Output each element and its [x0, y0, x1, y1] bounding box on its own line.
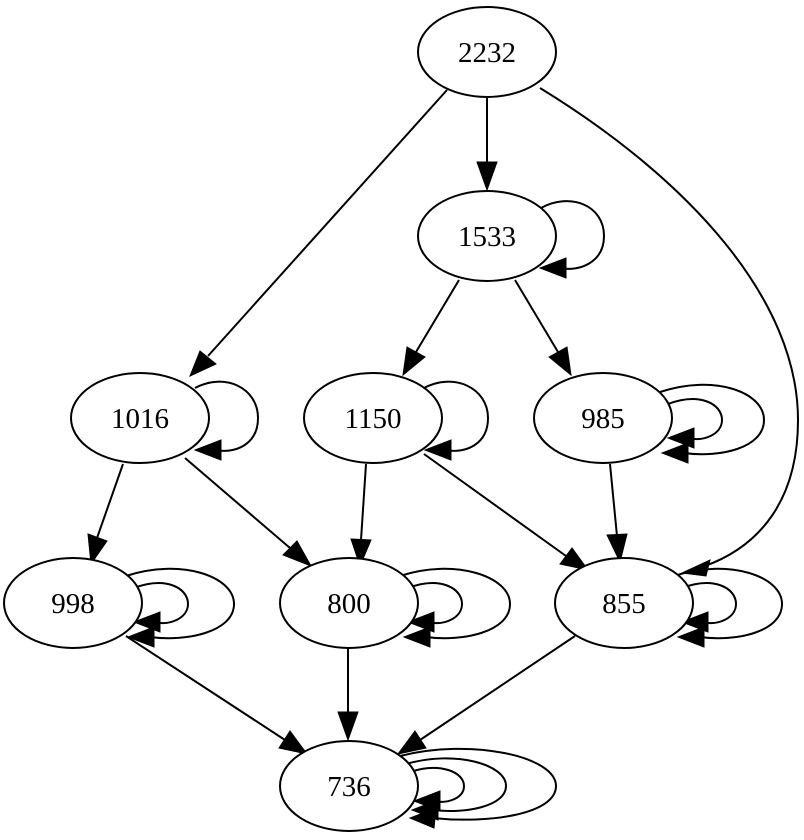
edge-998-998-outer — [125, 567, 236, 648]
edge-1016-800 — [184, 457, 313, 567]
node-855: 855 — [554, 557, 694, 649]
edge-2232-1016 — [189, 89, 448, 377]
edge-1533-1150 — [402, 279, 460, 377]
node-label: 736 — [327, 771, 371, 803]
edge-1016-998 — [87, 463, 124, 566]
edge-985-855 — [606, 463, 628, 564]
node-736: 736 — [279, 740, 419, 832]
edge-855-736 — [396, 635, 576, 755]
node-1533: 1533 — [417, 190, 557, 282]
node-998: 998 — [3, 557, 143, 649]
node-label: 855 — [602, 588, 646, 620]
edge-2232-855 — [539, 87, 800, 577]
node-label: 2232 — [458, 37, 516, 69]
node-label: 800 — [327, 588, 371, 620]
edge-855-855-outer — [673, 567, 784, 648]
node-label: 1150 — [345, 403, 402, 435]
node-1150: 1150 — [303, 372, 443, 464]
edge-2232-1533 — [476, 98, 498, 192]
edges-layer — [87, 87, 800, 829]
node-label: 985 — [581, 403, 625, 435]
edge-998-736 — [125, 635, 309, 755]
edge-736-736-outer — [399, 747, 558, 829]
edge-800-736 — [337, 648, 359, 742]
node-label: 1533 — [458, 221, 516, 253]
nodes-layer: 2232 1533 1016 1150 985 998 800 855 — [3, 6, 694, 832]
edge-855-855-inner — [680, 582, 738, 633]
node-800: 800 — [279, 557, 419, 649]
edge-1150-1150 — [423, 380, 490, 461]
edge-1016-1016 — [193, 380, 260, 461]
edge-736-736-middle — [405, 757, 508, 821]
edge-1150-855 — [423, 453, 590, 571]
node-label: 1016 — [111, 403, 169, 435]
edge-1533-985 — [514, 279, 572, 377]
node-1016: 1016 — [70, 372, 210, 464]
node-2232: 2232 — [417, 6, 557, 98]
edge-800-800-inner — [406, 582, 464, 633]
edge-1533-1533 — [538, 200, 606, 279]
edge-1150-800 — [350, 463, 372, 568]
edge-985-985-inner — [666, 398, 724, 449]
node-985: 985 — [533, 372, 673, 464]
edge-800-800-outer — [399, 567, 512, 648]
edge-985-985-outer — [659, 383, 766, 464]
node-label: 998 — [51, 588, 95, 620]
